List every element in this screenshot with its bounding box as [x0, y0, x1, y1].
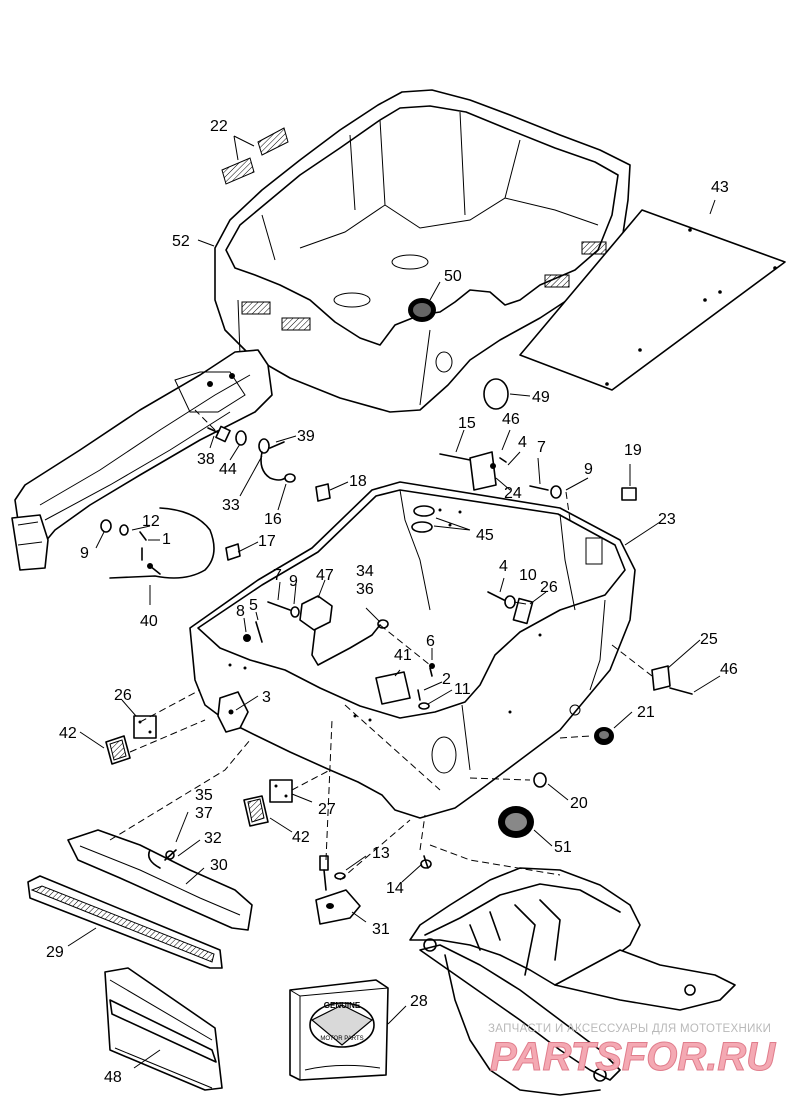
- callout-21: 21: [637, 704, 655, 721]
- callout-13: 13: [372, 845, 390, 862]
- callout-41: 41: [394, 647, 412, 664]
- callout-46a: 46: [502, 411, 520, 428]
- dashed-lines: [109, 409, 653, 881]
- grommet-20: [533, 772, 547, 788]
- callout-8: 8: [236, 603, 245, 620]
- box-logo-bottom: MOTOR PARTS: [320, 1036, 363, 1042]
- callout-7a: 7: [537, 439, 546, 456]
- callout-51: 51: [554, 839, 572, 856]
- callout-24: 24: [504, 485, 522, 502]
- callout-35: 35: [195, 787, 213, 804]
- mat-43: [519, 209, 786, 391]
- right-inner-hardware: [487, 591, 534, 625]
- callout-1: 1: [162, 531, 171, 548]
- callout-22: 22: [210, 118, 228, 135]
- callout-42a: 42: [59, 725, 77, 742]
- callout-12: 12: [142, 513, 160, 530]
- callout-40: 40: [140, 613, 158, 630]
- callout-45: 45: [476, 527, 494, 544]
- callout-47: 47: [316, 567, 334, 584]
- shell-23: [189, 481, 636, 819]
- callout-44: 44: [219, 461, 237, 478]
- callout-28: 28: [410, 993, 428, 1010]
- callout-30: 30: [210, 857, 228, 874]
- callout-29: 29: [46, 944, 64, 961]
- callout-37: 37: [195, 805, 213, 822]
- callout-14: 14: [386, 880, 404, 897]
- bracket-27: [269, 779, 293, 803]
- callout-15: 15: [458, 415, 476, 432]
- callout-32: 32: [204, 830, 222, 847]
- callout-43: 43: [711, 179, 729, 196]
- liner-52: [214, 89, 631, 413]
- callout-27: 27: [318, 801, 336, 818]
- callout-36: 36: [356, 581, 374, 598]
- watermark-tagline: ЗАПЧАСТИ И АКСЕССУАРЫ ДЛЯ МОТОТЕХНИКИ: [488, 1023, 771, 1035]
- callout-42b: 42: [292, 829, 310, 846]
- pad-17: [225, 543, 241, 561]
- parts-box-28: GENUINE MOTOR PARTS: [289, 979, 389, 1081]
- light-bar-assembly: [11, 349, 273, 571]
- callout-9b: 9: [80, 545, 89, 562]
- callout-6: 6: [426, 633, 435, 650]
- callout-10: 10: [519, 567, 537, 584]
- callout-49: 49: [532, 389, 550, 406]
- watermark-brand: PARTSFOR.RU: [490, 1035, 776, 1079]
- callout-23: 23: [658, 511, 676, 528]
- callout-16: 16: [264, 511, 282, 528]
- callout-5: 5: [249, 597, 258, 614]
- callout-31: 31: [372, 921, 390, 938]
- latch-41: [375, 663, 435, 710]
- callout-26a: 26: [540, 579, 558, 596]
- light-bar-30: [67, 829, 253, 931]
- hinge-hardware: [439, 451, 507, 491]
- callout-39: 39: [297, 428, 315, 445]
- callout-50: 50: [444, 268, 462, 285]
- slots-45: [411, 505, 435, 533]
- callout-48: 48: [104, 1069, 122, 1086]
- callout-11: 11: [454, 681, 471, 698]
- bolt-7: [529, 485, 549, 491]
- callout-33: 33: [222, 497, 240, 514]
- callout-17: 17: [258, 533, 276, 550]
- callout-19: 19: [624, 442, 642, 459]
- callout-labels: 22 52 43 50 49 15 46 4 7 9 19 24 23 39 3…: [46, 118, 738, 1086]
- inner-hardware: [243, 595, 389, 666]
- callout-4b: 4: [499, 558, 508, 575]
- watermark: ЗАПЧАСТИ И АКСЕССУАРЫ ДЛЯ МОТОТЕХНИКИ PA…: [488, 1023, 777, 1080]
- callout-20: 20: [570, 795, 588, 812]
- callout-3: 3: [262, 689, 271, 706]
- callout-34: 34: [356, 563, 374, 580]
- clip-19: [621, 487, 637, 501]
- box-logo-top: GENUINE: [324, 1001, 361, 1010]
- callout-26b: 26: [114, 687, 132, 704]
- trim-29: [27, 875, 223, 969]
- callout-9a: 9: [584, 461, 593, 478]
- callout-4a: 4: [518, 434, 527, 451]
- wiring-40-1-9-12: [100, 507, 215, 579]
- callout-38: 38: [197, 451, 215, 468]
- leader-lines: [67, 135, 721, 1069]
- callout-9c: 9: [289, 573, 298, 590]
- pouch-48: [104, 967, 223, 1091]
- mounting-rack: [409, 867, 736, 1096]
- callout-2: 2: [442, 671, 451, 688]
- washer-9: [550, 485, 562, 499]
- callout-18: 18: [349, 473, 367, 490]
- hardware-38-44-39-33: [207, 425, 296, 483]
- callout-52: 52: [172, 233, 190, 250]
- callout-7b: 7: [273, 567, 282, 584]
- hardware-13-14-31: [315, 855, 432, 925]
- pads-22: [221, 127, 289, 185]
- hinge-25: [651, 665, 693, 695]
- callout-46b: 46: [720, 661, 738, 678]
- callout-25: 25: [700, 631, 718, 648]
- pad-18: [315, 483, 331, 502]
- ring-49: [483, 378, 509, 410]
